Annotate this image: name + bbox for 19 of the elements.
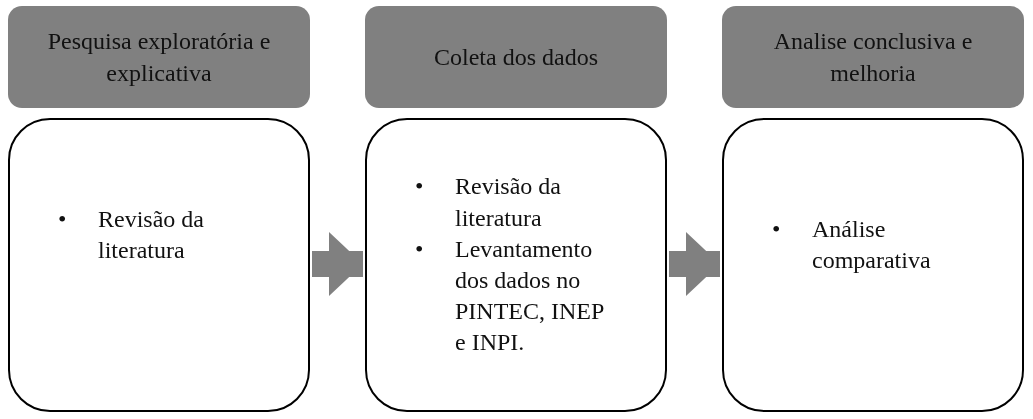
content-box bbox=[722, 118, 1024, 412]
stage-header-box bbox=[722, 6, 1024, 108]
arrow bbox=[669, 232, 720, 296]
bullet-text: Revisão da literatura bbox=[98, 204, 205, 265]
bullet-text: Análise comparativa bbox=[812, 214, 932, 275]
bullet-marker: • bbox=[772, 214, 782, 244]
stage-header-box bbox=[8, 6, 310, 108]
bullet-marker: • bbox=[58, 204, 68, 234]
content-box bbox=[8, 118, 310, 412]
stage-title: Analise conclusiva e melhoria bbox=[772, 26, 974, 88]
arrow bbox=[312, 232, 363, 296]
bullet-marker: • bbox=[415, 172, 425, 202]
stage-header-box bbox=[365, 6, 667, 108]
bullet-marker: • bbox=[415, 234, 425, 264]
bullet-text: Levantamento dos dados no PINTEC, INEP e INPI. bbox=[455, 234, 605, 358]
stage-title: Coleta dos dados bbox=[434, 42, 598, 72]
stage-title: Pesquisa exploratória e explicativa bbox=[46, 26, 272, 88]
content-box bbox=[365, 118, 667, 412]
bullet-text: Revisão da literatura bbox=[455, 172, 562, 233]
